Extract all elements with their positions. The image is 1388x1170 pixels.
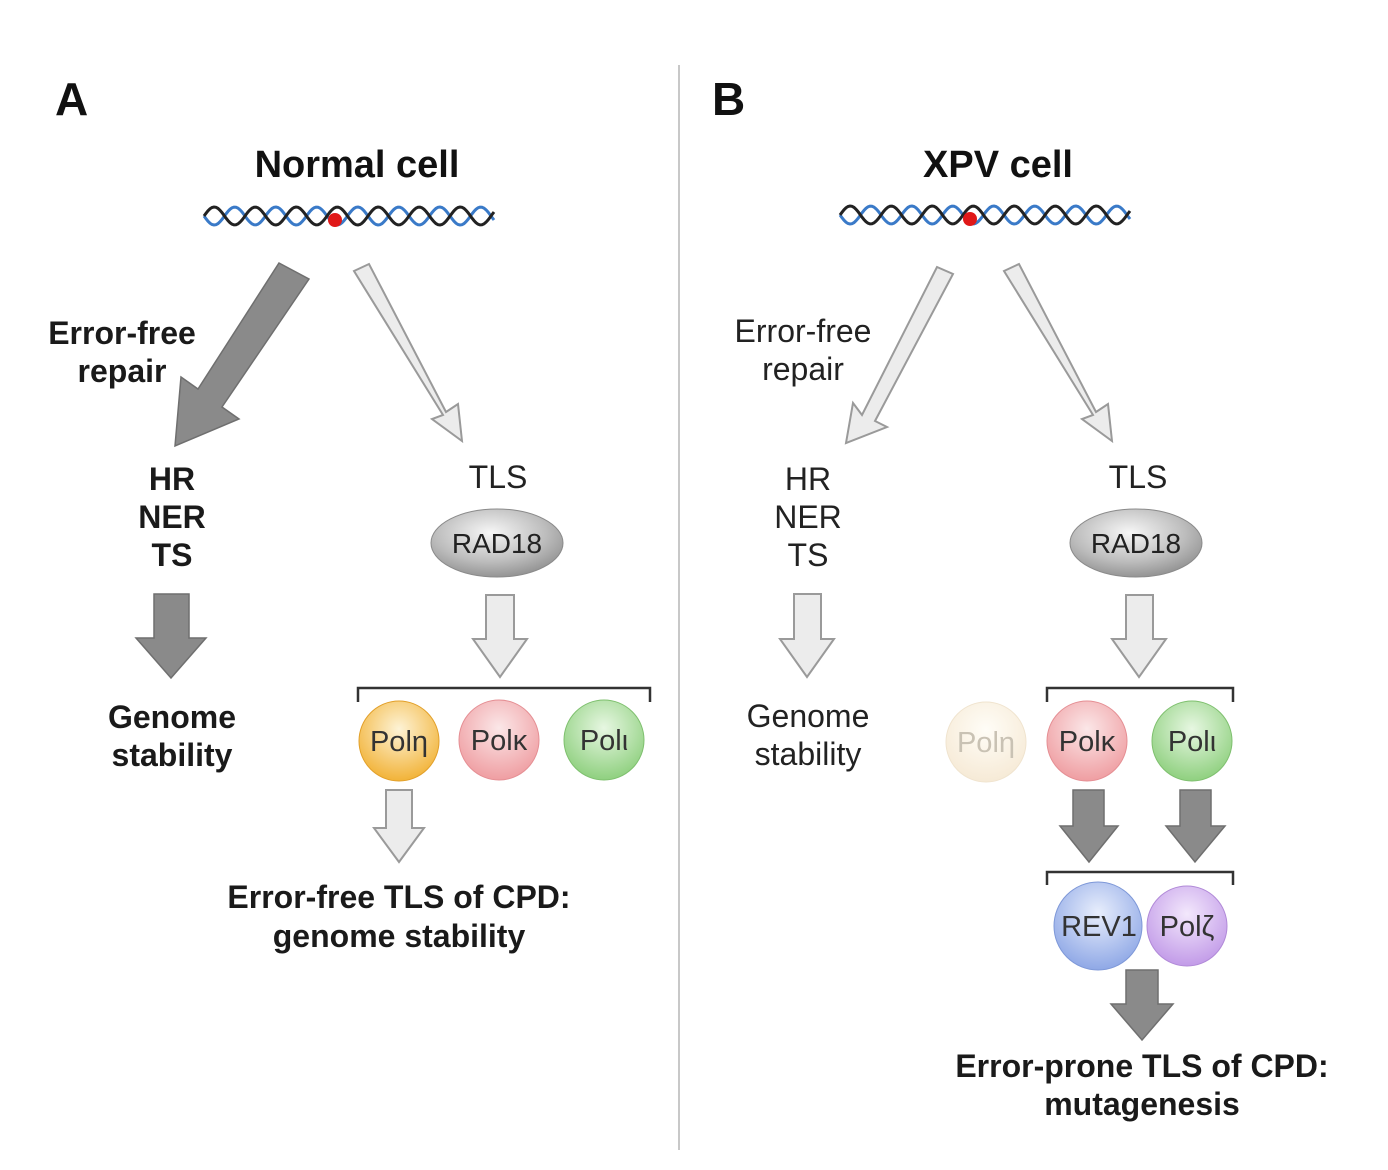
panel-a-title: Normal cell <box>255 144 460 186</box>
panel-b-outcome-line2: stability <box>755 736 862 772</box>
panel-a-outcome-line2: stability <box>112 737 233 773</box>
dna-lesion-marker <box>963 212 977 226</box>
pathway-hr: HR <box>785 461 831 497</box>
down-arrow-light-2 <box>372 789 426 864</box>
pathway-ts: TS <box>788 537 829 573</box>
pol-kappa-label: Polκ <box>1059 726 1116 758</box>
pol-kappa-node <box>1046 700 1128 782</box>
pathway-ner: NER <box>138 499 206 535</box>
panel-a-tls-label: TLS <box>469 459 528 495</box>
rad18-label: RAD18 <box>452 528 542 559</box>
panel-a-outcome-line1: Genome <box>108 699 236 735</box>
panel-b-result-line2: mutagenesis <box>1044 1086 1240 1122</box>
tls-arrow <box>352 262 464 444</box>
panel-b-title: XPV cell <box>923 144 1073 186</box>
polymerase-bracket <box>1045 686 1235 702</box>
panel-a-result-line2: genome stability <box>273 918 526 954</box>
pol-iota-label: Polι <box>580 725 628 757</box>
panel-a: A Normal cell Error-free repair HR NER T… <box>48 73 652 954</box>
error-free-repair-arrow <box>174 262 311 448</box>
pol-iota-node <box>563 699 645 781</box>
dna-strand-dark <box>202 205 496 227</box>
pol-kappa-node <box>458 699 540 781</box>
panel-b-repair-label-line2: repair <box>762 351 844 387</box>
down-arrow-dark <box>1109 969 1175 1042</box>
error-free-repair-arrow <box>844 265 955 445</box>
pathway-ner: NER <box>774 499 842 535</box>
panel-b-letter: B <box>712 73 745 125</box>
pathway-hr: HR <box>149 461 195 497</box>
rev1-node <box>1053 881 1143 971</box>
panel-b-tls-label: TLS <box>1109 459 1168 495</box>
down-arrow-dark <box>134 593 208 680</box>
down-arrow-light <box>778 593 836 679</box>
pol-iota-node <box>1151 700 1233 782</box>
rad18-label: RAD18 <box>1091 528 1181 559</box>
panel-a-dna-helix <box>202 205 496 227</box>
pol-eta-label: Polη <box>957 727 1015 759</box>
panel-b-outcome-line1: Genome <box>747 698 870 734</box>
extender-bracket <box>1045 870 1235 885</box>
panel-b-result-line1: Error-prone TLS of CPD: <box>955 1048 1328 1084</box>
pol-iota-label: Polι <box>1168 726 1216 758</box>
panel-a-repair-label-line2: repair <box>78 353 167 389</box>
dna-lesion-marker <box>328 213 342 227</box>
panel-b-repair-label-line1: Error-free <box>735 313 872 349</box>
pol-zeta-node <box>1146 885 1228 967</box>
panel-b: B XPV cell Error-free repair HR NER TS G… <box>712 73 1329 1122</box>
pol-zeta-label: Polζ <box>1160 911 1215 943</box>
rad18-node <box>430 508 564 578</box>
pol-eta-label: Polη <box>370 726 428 758</box>
pol-eta-node <box>358 700 440 782</box>
down-arrow-dark <box>1058 789 1120 864</box>
pol-eta-node-faded <box>945 701 1027 783</box>
dna-strand-dark <box>838 204 1132 226</box>
panel-a-repair-label-line1: Error-free <box>48 315 196 351</box>
rad18-node <box>1069 508 1203 578</box>
down-arrow-light <box>471 594 529 679</box>
tls-arrow <box>1002 262 1114 444</box>
polymerase-bracket <box>356 686 652 702</box>
pol-kappa-label: Polκ <box>471 725 528 757</box>
rev1-label: REV1 <box>1061 911 1137 943</box>
pathway-ts: TS <box>152 537 193 573</box>
down-arrow-dark <box>1164 789 1227 864</box>
dna-strand-blue <box>202 205 496 227</box>
panel-b-dna-helix <box>838 204 1132 226</box>
panel-a-letter: A <box>55 73 88 125</box>
panel-a-result-line1: Error-free TLS of CPD: <box>227 879 570 915</box>
down-arrow-light <box>1110 594 1168 679</box>
dna-strand-blue <box>838 204 1132 226</box>
